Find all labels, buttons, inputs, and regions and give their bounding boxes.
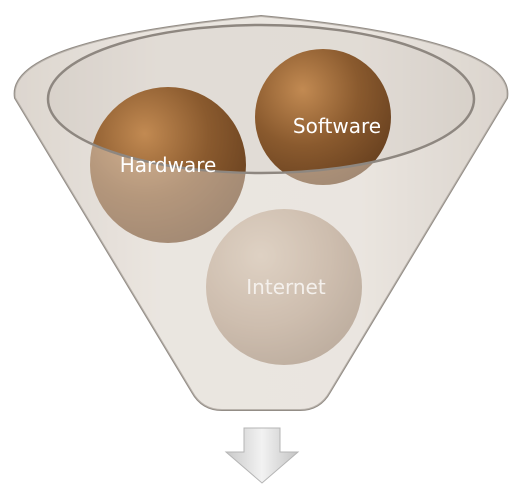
funnel-rim xyxy=(46,23,476,175)
down-arrow-icon xyxy=(224,427,300,484)
software-label: Software xyxy=(293,114,381,138)
software-circle xyxy=(255,49,391,185)
internet-label: Internet xyxy=(246,275,326,299)
hardware-label: Hardware xyxy=(120,153,217,177)
internet-circle xyxy=(206,209,362,365)
